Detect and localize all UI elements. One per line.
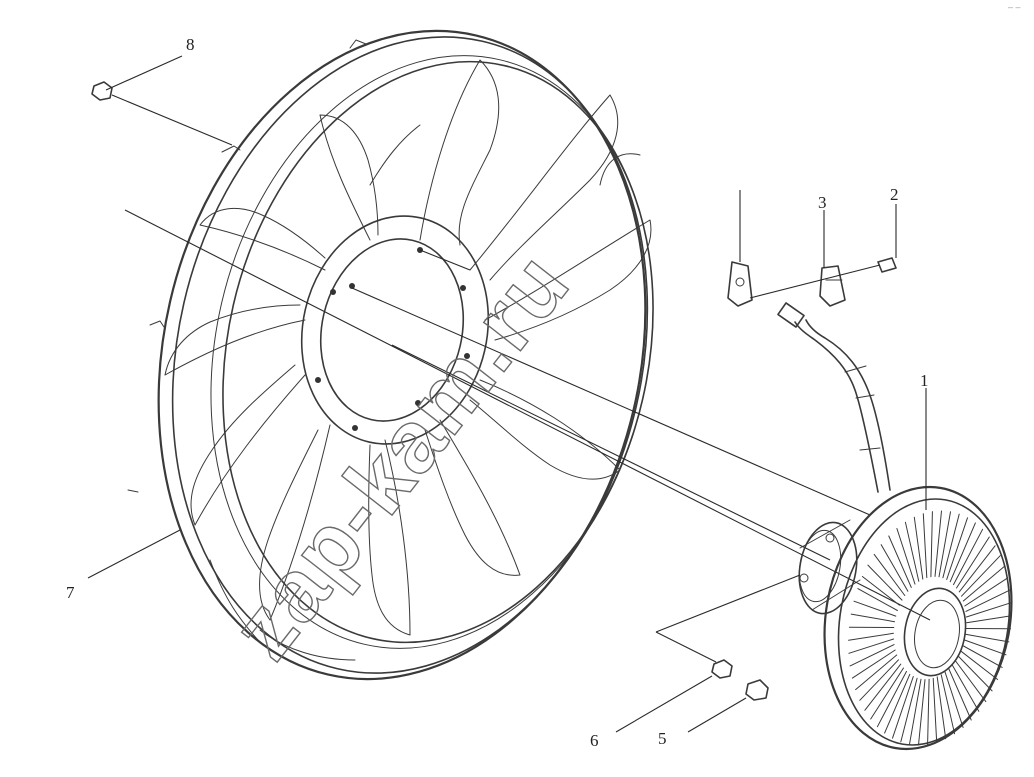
clutch-fin xyxy=(936,676,947,740)
clutch-fin xyxy=(850,613,895,623)
clutch-fin xyxy=(918,679,926,746)
clutch-fin xyxy=(956,536,990,589)
flange-bolt xyxy=(799,573,809,583)
callout-2: 2 xyxy=(890,185,899,204)
clutch-fin xyxy=(954,660,987,703)
clutch-fin xyxy=(851,649,896,679)
fan-shroud-outer xyxy=(157,29,647,681)
fan-shroud-inner-1 xyxy=(171,36,649,674)
clutch-fin xyxy=(922,513,928,579)
callout-3: 3 xyxy=(818,193,827,212)
clutch-fin xyxy=(896,528,916,585)
viscous-fan-clutch xyxy=(798,485,1013,751)
clutch-fin xyxy=(938,511,951,578)
clutch-fin xyxy=(888,535,912,588)
clutch-center-inner xyxy=(914,599,960,669)
clutch-fin xyxy=(892,676,914,739)
clutch-fin xyxy=(876,670,907,728)
bolt-8 xyxy=(91,55,233,146)
clutch-fin xyxy=(848,638,895,654)
callout-8: 8 xyxy=(186,35,195,54)
clutch-fin xyxy=(964,577,1009,607)
clutch-fin xyxy=(962,645,1003,668)
clutch-fin xyxy=(962,565,1005,602)
nut-5 xyxy=(687,679,769,733)
clutch-fin xyxy=(864,663,902,711)
clutch-fin xyxy=(942,513,960,579)
shroud-tab xyxy=(149,320,165,328)
clutch-fin xyxy=(948,668,972,721)
clutch-fin xyxy=(960,650,999,680)
shroud-tab xyxy=(221,145,241,153)
clutch-fin xyxy=(934,510,942,577)
clutch-fin xyxy=(857,588,898,611)
fan-hub-outer xyxy=(300,215,490,445)
nut-6 xyxy=(615,659,733,733)
clutch-fin xyxy=(961,555,1001,597)
shroud-tab xyxy=(349,39,367,49)
clutch-fin xyxy=(957,655,993,692)
flange-bolt xyxy=(825,533,835,543)
watermark-text: zap-kam.ru xyxy=(212,234,588,677)
clutch-fin xyxy=(873,553,906,596)
bracket-left xyxy=(727,190,753,307)
clutch-fin xyxy=(859,659,899,701)
clutch-fin xyxy=(884,673,911,734)
clutch-fin xyxy=(913,516,924,580)
clutch-fin xyxy=(904,521,920,582)
clutch-center xyxy=(903,587,967,677)
clutch-fin xyxy=(880,544,909,592)
clutch-fin xyxy=(855,654,898,691)
clutch-fin xyxy=(966,615,1012,624)
clutch-fin xyxy=(940,674,956,735)
clutch-fin xyxy=(946,517,968,580)
callout-6: 6 xyxy=(590,731,599,750)
clutch-fin xyxy=(900,677,918,743)
clutch-fin xyxy=(849,644,895,667)
bracket-clip xyxy=(819,210,846,307)
screw-2 xyxy=(877,204,897,273)
clutch-fin xyxy=(953,528,984,586)
clutch-fin xyxy=(930,511,933,578)
fan-assembly xyxy=(127,29,654,681)
clutch-body-outer xyxy=(823,485,1013,751)
callout-5: 5 xyxy=(658,729,667,748)
clutch-fin xyxy=(949,522,976,583)
harness-connector xyxy=(777,302,805,328)
fan-hub-inner xyxy=(319,238,465,422)
clutch-fin xyxy=(963,639,1007,656)
clutch-fin xyxy=(965,633,1010,643)
clutch-fin xyxy=(927,678,930,745)
clutch-mount-flange-face xyxy=(798,529,842,603)
clutch-fin xyxy=(965,602,1012,618)
clutch-fin xyxy=(867,564,903,601)
callout-7: 7 xyxy=(66,583,75,602)
clutch-fin xyxy=(870,667,904,720)
callout-1: 1 xyxy=(920,371,929,390)
clutch-fin xyxy=(951,664,980,712)
corner-mark: – – xyxy=(1008,2,1021,12)
fan-shroud-inner-3 xyxy=(222,60,654,644)
clutch-fin xyxy=(853,600,897,617)
sensor-harness xyxy=(777,302,891,493)
clutch-body-rim xyxy=(837,498,1011,746)
clutch-fin xyxy=(848,632,894,641)
shroud-tab xyxy=(127,489,139,493)
assembly-axis-lines xyxy=(124,209,931,621)
clutch-fin xyxy=(861,576,900,606)
fan-blades xyxy=(164,59,652,661)
clutch-cooling-fins xyxy=(848,510,1012,746)
clutch-fin xyxy=(965,589,1011,612)
clutch-fin xyxy=(958,545,996,593)
clutch-fin xyxy=(909,678,922,745)
clutch-fin xyxy=(944,671,964,728)
clutch-fin xyxy=(932,677,938,743)
